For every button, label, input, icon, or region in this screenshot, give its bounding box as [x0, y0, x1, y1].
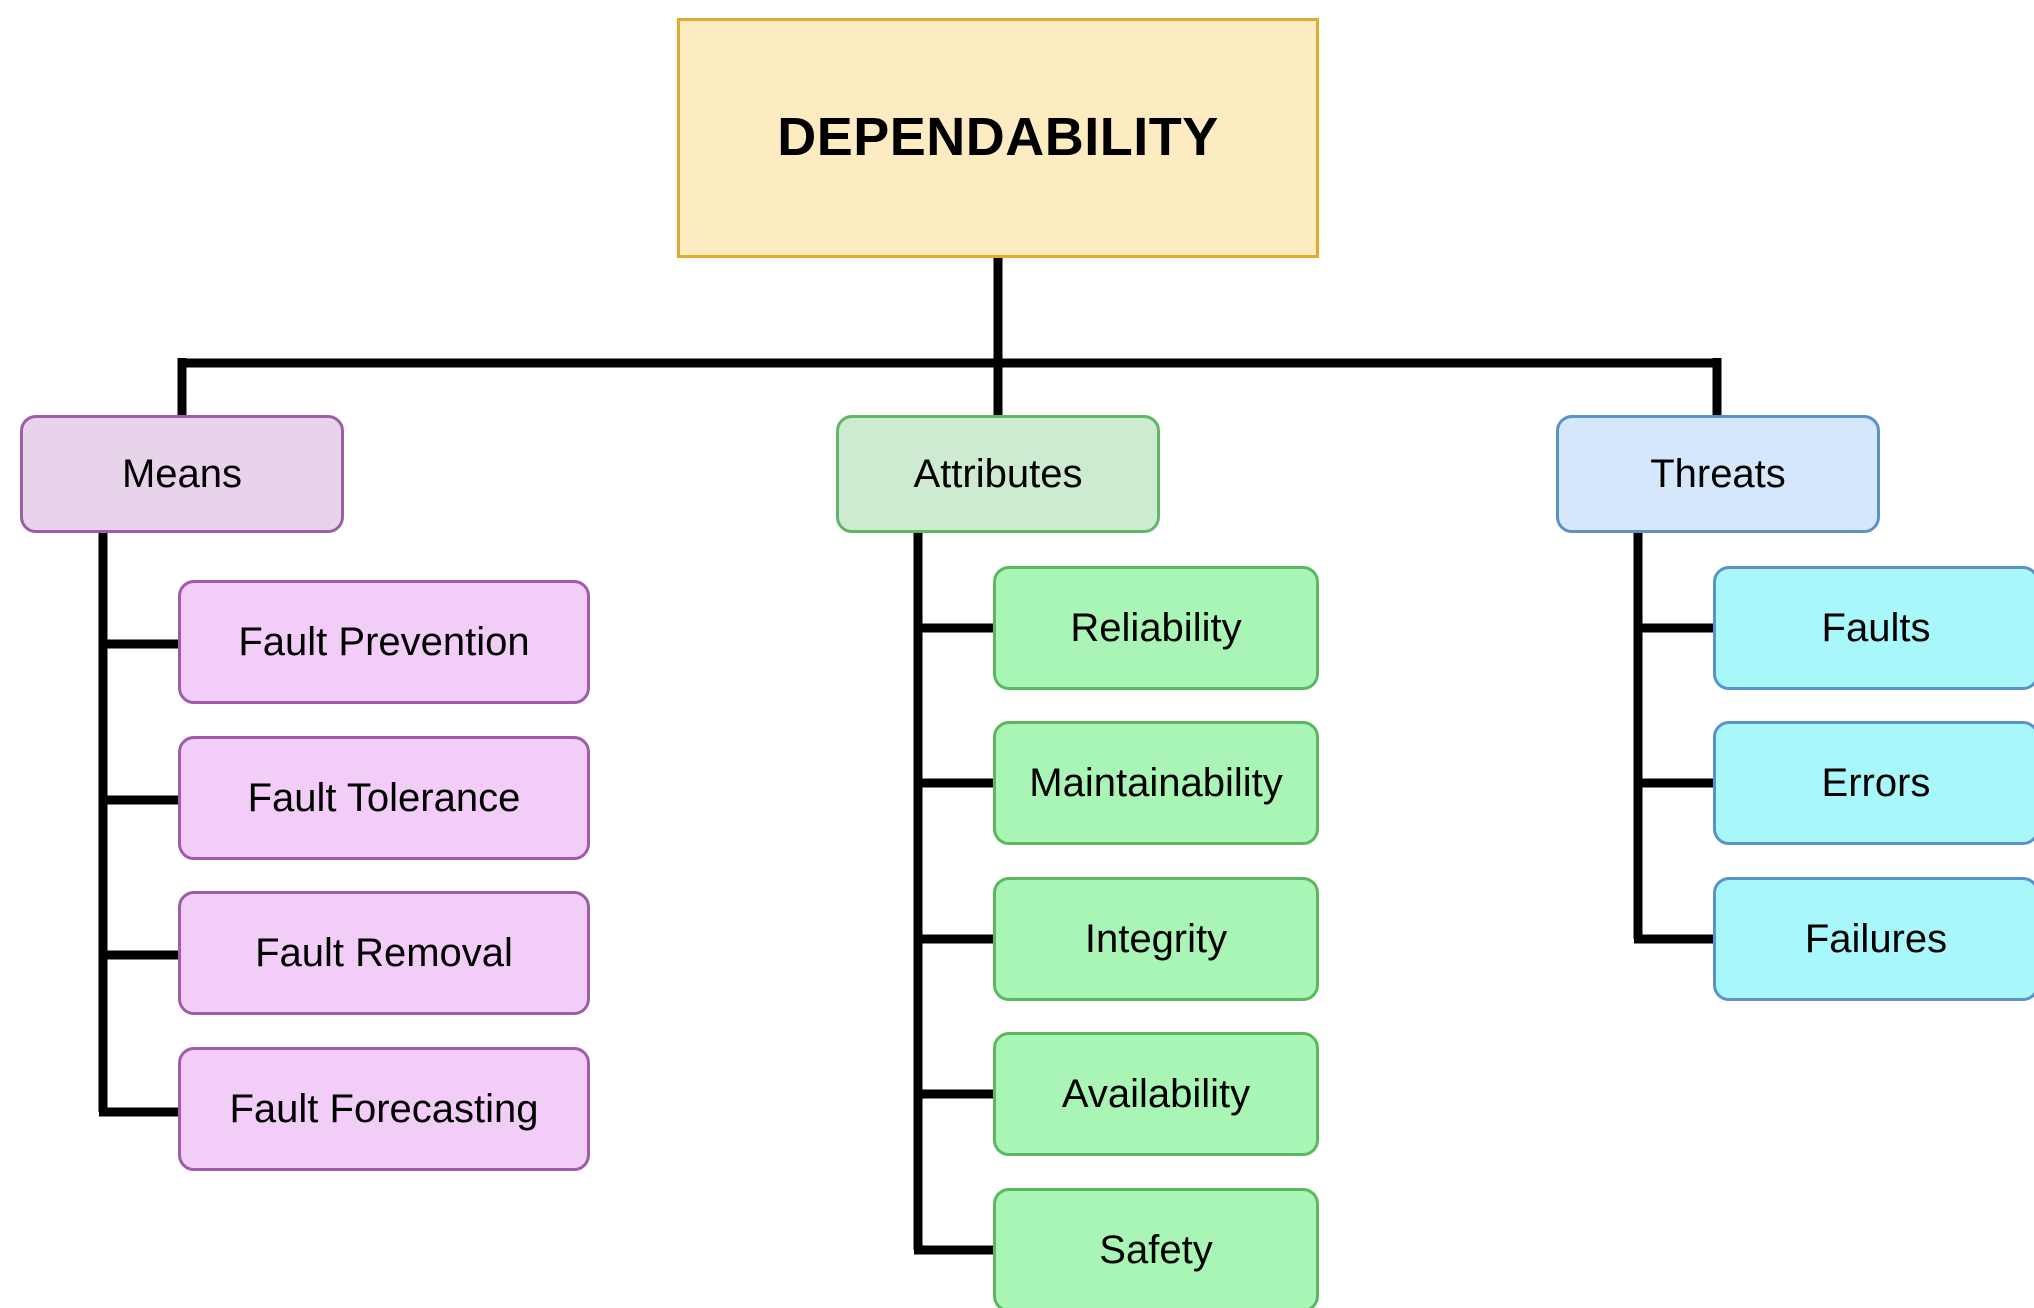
node-leaf-failures[interactable]: Failures: [1713, 877, 2034, 1001]
node-leaf-fault-forecasting[interactable]: Fault Forecasting: [178, 1047, 590, 1171]
node-leaf-integrity[interactable]: Integrity: [993, 877, 1319, 1001]
node-leaf-fault-prevention[interactable]: Fault Prevention: [178, 580, 590, 704]
node-branch-attributes[interactable]: Attributes: [836, 415, 1160, 533]
node-leaf-safety[interactable]: Safety: [993, 1188, 1319, 1308]
node-dependability-root[interactable]: DEPENDABILITY: [677, 18, 1319, 258]
node-leaf-errors[interactable]: Errors: [1713, 721, 2034, 845]
node-leaf-faults[interactable]: Faults: [1713, 566, 2034, 690]
node-leaf-reliability[interactable]: Reliability: [993, 566, 1319, 690]
node-branch-means[interactable]: Means: [20, 415, 344, 533]
node-leaf-availability[interactable]: Availability: [993, 1032, 1319, 1156]
node-branch-threats[interactable]: Threats: [1556, 415, 1880, 533]
node-leaf-maintainability[interactable]: Maintainability: [993, 721, 1319, 845]
node-leaf-fault-tolerance[interactable]: Fault Tolerance: [178, 736, 590, 860]
node-leaf-fault-removal[interactable]: Fault Removal: [178, 891, 590, 1015]
